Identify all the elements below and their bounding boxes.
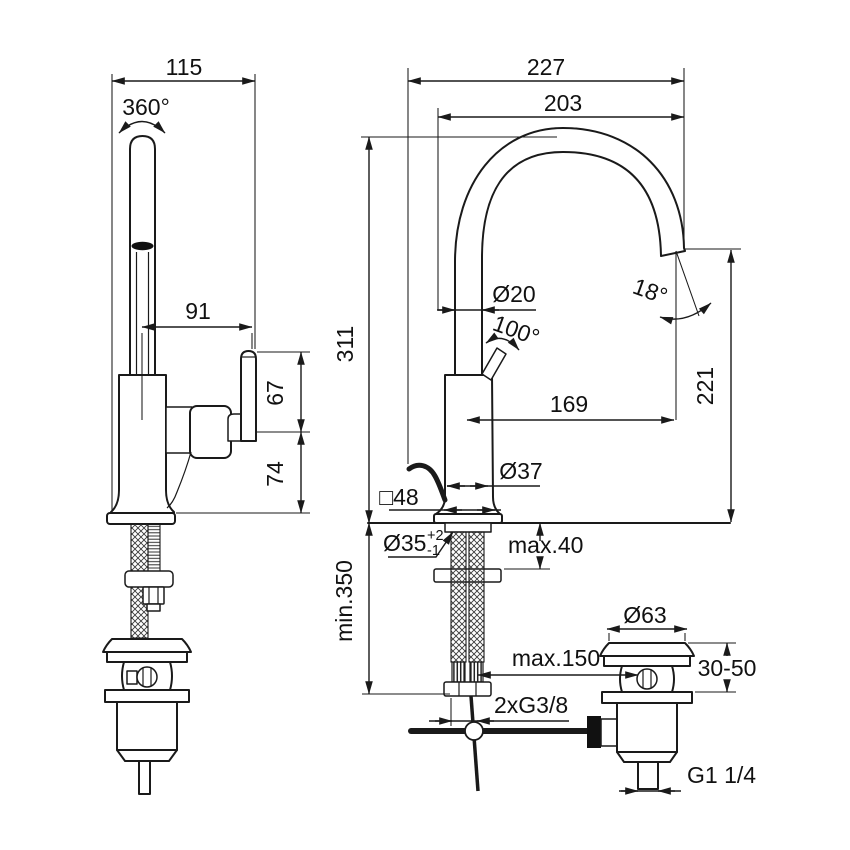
popup-pull-rod: [469, 695, 480, 792]
side-waste-taper: [116, 749, 178, 762]
dim-spout-label: 203: [544, 90, 582, 116]
popup-rod-joint: [464, 721, 484, 741]
dim-rod-label: max.150: [512, 645, 600, 671]
side-waste-cylinder: [116, 701, 178, 751]
side-nut-facets: [148, 587, 159, 604]
side-waste-ring-lower: [104, 689, 190, 703]
hose-fitting-right: [469, 661, 484, 683]
dim-deck-label: max.40: [508, 532, 583, 558]
front-waste-screw: [636, 668, 658, 690]
side-lever-grip: [240, 350, 257, 442]
dim-lever-label: 67: [262, 380, 288, 406]
popup-rod-upper: [406, 462, 448, 503]
dim-height-label: 311: [332, 326, 358, 363]
dim-reach-label: 91: [185, 298, 211, 324]
front-base-plate: [433, 513, 503, 524]
dim-deck-max40: max.40: [504, 522, 583, 570]
dim-outlet-221: 221: [685, 248, 741, 523]
side-waste-flange: [102, 638, 192, 653]
dim-lever-100: 100°: [485, 310, 544, 351]
side-waste-spool: [121, 661, 173, 691]
dim-base-48: □48: [379, 484, 501, 514]
mounting-clamp-bar: [433, 568, 502, 583]
dim-hole-tol-plus: +2: [427, 528, 444, 544]
front-waste-flange: [599, 642, 695, 657]
side-waste-ring-upper: [106, 651, 188, 663]
dim-rod-max150: max.150: [477, 645, 639, 679]
front-lever-knob: [481, 347, 507, 381]
dim-body-o37: Ø37: [446, 458, 543, 490]
side-threaded-stud: [147, 523, 161, 573]
dim-tube-o20: Ø20: [437, 281, 536, 314]
front-waste-screw-slot: [642, 670, 652, 688]
front-base-gasket: [444, 522, 492, 533]
side-base-plate: [106, 512, 176, 525]
hex-nut-facets: [458, 682, 477, 696]
side-waste-screw-slot: [142, 668, 152, 686]
dim-offset-label: 169: [550, 391, 588, 417]
supply-hose-left: [450, 531, 467, 663]
waste-lever-socket: [600, 718, 619, 747]
dim-body-74: 74: [176, 431, 310, 514]
dim-width-label: 227: [527, 54, 565, 80]
side-lever-arm: [227, 413, 244, 442]
dim-lever-angle-label: 100°: [490, 310, 544, 351]
supply-hose-right: [468, 531, 485, 663]
dim-waste-range-label: 30-50: [698, 655, 757, 681]
waste-lever-knob: [587, 716, 601, 748]
dim-waste-g114: G1 1/4: [619, 762, 756, 795]
dim-swivel-label: 360°: [122, 94, 170, 120]
dim-hole-o35: Ø35 +2 -1: [383, 528, 454, 559]
dim-base-square-label: □48: [379, 484, 418, 510]
front-body-outline: [435, 374, 501, 515]
side-mounting-flange: [124, 570, 174, 588]
dim-depth-label: 115: [166, 54, 203, 80]
dim-depth-115: 115: [111, 54, 256, 513]
side-cartridge-housing: [189, 405, 232, 459]
dim-hose-label: min.350: [331, 560, 357, 642]
side-aerator-band: [131, 241, 154, 251]
front-waste-ring-upper: [603, 655, 691, 667]
side-nut-stub: [146, 603, 161, 612]
side-waste-screw-tab: [126, 670, 138, 685]
front-waste-tailpipe: [637, 761, 659, 790]
hose-hex-nut: [443, 681, 492, 697]
front-view: [367, 127, 731, 792]
dim-width-227: 227: [407, 54, 685, 464]
dim-lever-67: 67: [255, 351, 310, 433]
dim-outlet-height-label: 221: [692, 367, 718, 405]
front-spout-outline: [454, 127, 686, 376]
front-waste-cylinder: [616, 702, 678, 753]
dim-swivel-360: 360°: [118, 94, 170, 134]
side-spout-inner-lines: [135, 252, 150, 374]
dim-hole-tol-minus: -1: [427, 543, 440, 559]
dim-height-311: 311: [332, 136, 557, 524]
front-waste-spool: [619, 665, 675, 693]
dim-tube-label: Ø20: [492, 281, 535, 307]
side-waste-tailpipe: [138, 760, 151, 795]
dim-waste-3050: 30-50: [688, 642, 757, 693]
front-waste-taper: [616, 751, 678, 763]
side-body-step: [165, 406, 193, 454]
side-mounting-nut: [142, 586, 165, 605]
hose-fitting-left: [451, 661, 466, 683]
dim-outlet-angle-label: 18°: [630, 273, 672, 309]
side-body-crease: [166, 451, 192, 509]
dim-spout-203: 203: [437, 90, 685, 310]
side-view: [102, 135, 257, 795]
dim-waste-dia-label: Ø63: [623, 602, 666, 628]
dim-reach-91: 91: [141, 298, 253, 420]
side-waste-screw: [136, 666, 158, 688]
dim-hole-dia-label: Ø35: [383, 530, 426, 556]
dim-waste-thread-label: G1 1/4: [687, 762, 756, 788]
dim-waste-o63: Ø63: [606, 602, 688, 641]
front-waste-ring-lower: [601, 691, 693, 704]
dim-thread-g38: 2xG3/8: [429, 692, 569, 726]
dim-thread-label: 2xG3/8: [494, 692, 568, 718]
dim-body-dia-label: Ø37: [499, 458, 542, 484]
dim-hose-min350: min.350: [331, 522, 450, 695]
dim-body-label: 74: [262, 461, 288, 487]
dim-offset-169: 169: [466, 391, 675, 424]
